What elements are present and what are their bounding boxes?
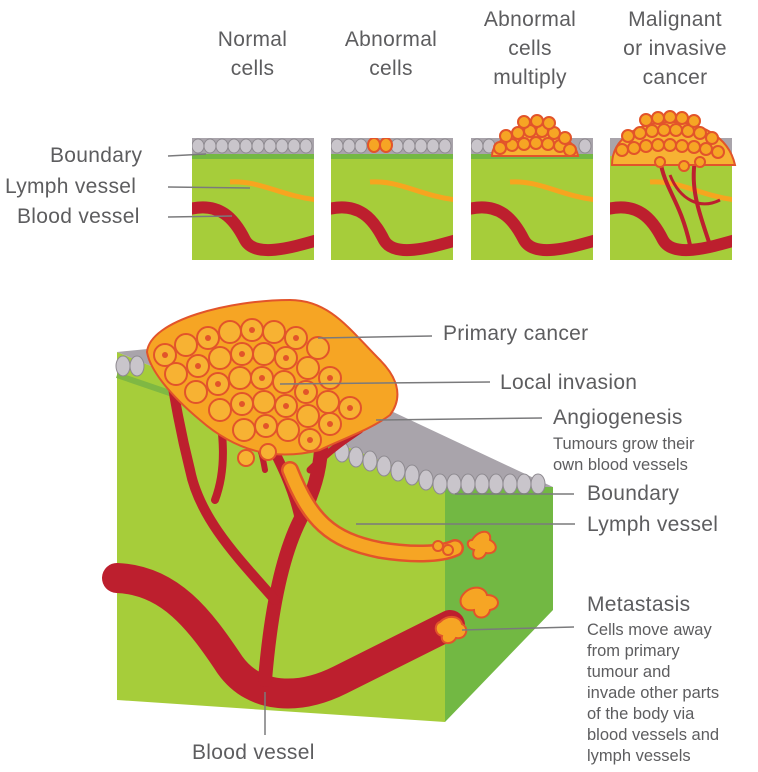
description-line: Tumours grow their (553, 434, 695, 455)
angiogenesis-description: Tumours grow their own blood vessels (553, 434, 695, 476)
description-line: blood vessels and (587, 725, 719, 746)
description-line: from primary (587, 641, 719, 662)
description-line: invade other parts (587, 683, 719, 704)
tumour-small-3 (492, 115, 578, 156)
label-lymph-vessel: Lymph vessel (587, 514, 718, 536)
description-line: tumour and (587, 662, 719, 683)
description-line: lymph vessels (587, 746, 719, 767)
description-line: own blood vessels (553, 455, 695, 476)
label-primary-cancer: Primary cancer (443, 323, 588, 345)
label-angiogenesis: Angiogenesis (553, 407, 683, 429)
label-boundary: Boundary (587, 483, 679, 505)
metastasis-description: Cells move away from primary tumour and … (587, 620, 719, 767)
panel-normal (186, 138, 318, 260)
panel-abnormal (325, 138, 457, 260)
label-local-invasion: Local invasion (500, 372, 637, 394)
label-metastasis: Metastasis (587, 594, 690, 616)
label-blood-vessel: Blood vessel (192, 742, 315, 764)
description-line: of the body via (587, 704, 719, 725)
tumour-small-4 (612, 111, 735, 171)
description-line: Cells move away (587, 620, 719, 641)
